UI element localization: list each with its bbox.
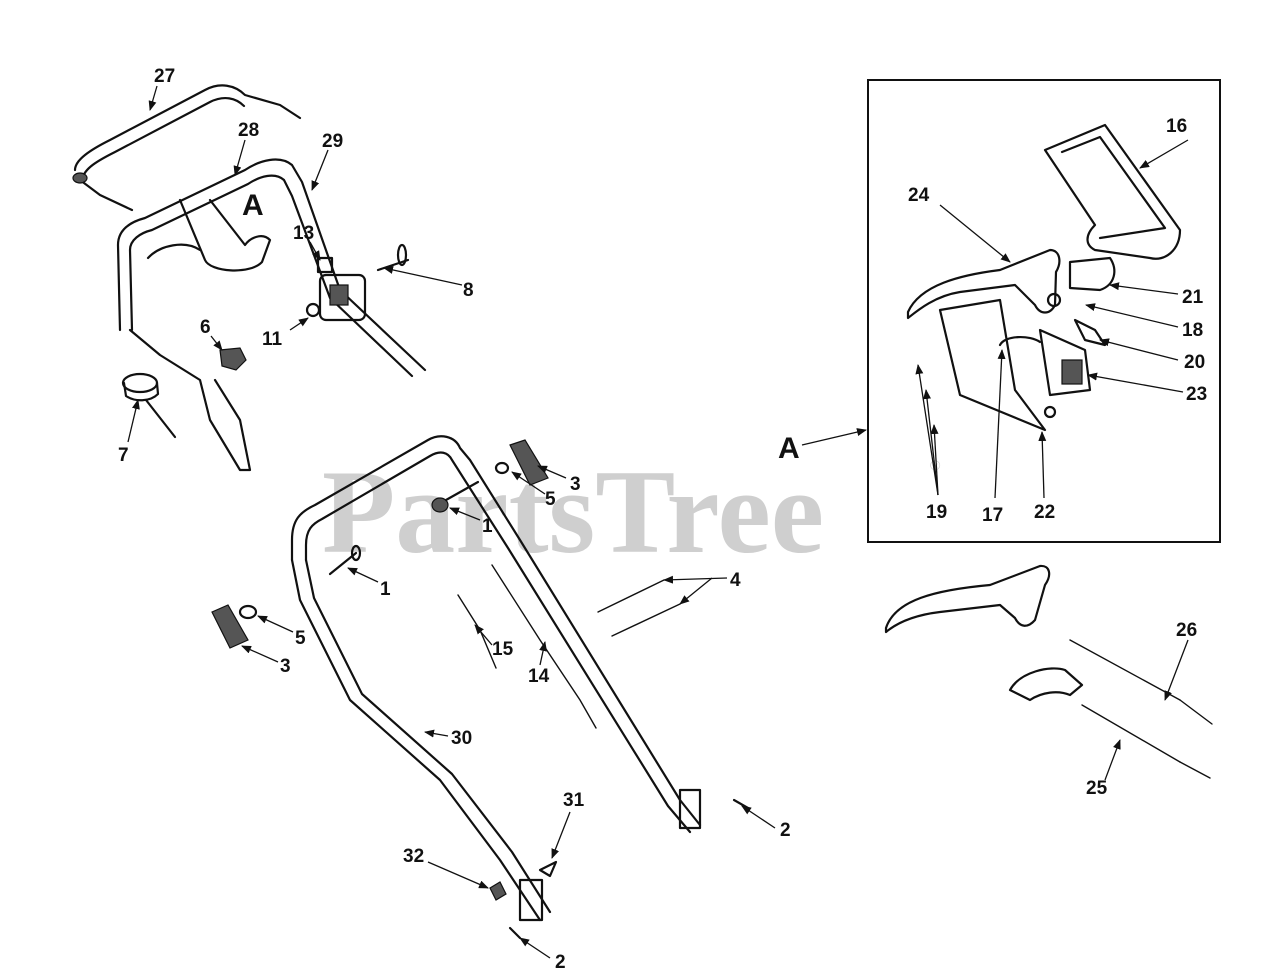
callout-24: 24 <box>908 185 930 206</box>
detail-a-parts <box>906 123 1182 432</box>
cable-15 <box>457 594 497 669</box>
handle-knob-3-right <box>509 439 549 486</box>
nut-11 <box>305 302 321 318</box>
callout-21: 21 <box>1182 287 1204 308</box>
upper-control-bail <box>72 84 302 212</box>
callout-23: 23 <box>1186 384 1207 405</box>
callout-28: 28 <box>238 120 259 141</box>
callout-27: 27 <box>154 66 175 87</box>
callout-13: 13 <box>293 223 314 244</box>
callout-5-lower: 5 <box>295 628 306 649</box>
callout-29: 29 <box>322 131 343 152</box>
callout-1-lower: 1 <box>380 579 391 600</box>
callout-2-right: 2 <box>780 820 791 841</box>
upper-handle <box>116 158 427 472</box>
cable-tie-4-upper <box>597 579 665 613</box>
callout-20: 20 <box>1184 352 1205 373</box>
cap-31 <box>538 860 558 878</box>
clip-32 <box>489 881 507 901</box>
callout-5-upper: 5 <box>545 489 556 510</box>
handle-knob-3-left <box>211 604 249 649</box>
callout-31: 31 <box>563 790 585 811</box>
callout-6: 6 <box>200 317 211 338</box>
control-housing <box>316 256 367 322</box>
callout-3-lower: 3 <box>280 656 291 677</box>
callout-1-upper: 1 <box>482 516 493 537</box>
callout-16: 16 <box>1166 116 1187 137</box>
callout-3-upper: 3 <box>570 474 581 495</box>
callout-15: 15 <box>492 639 514 660</box>
lower-handle <box>290 435 702 922</box>
detail-reference-a: A <box>778 432 800 465</box>
callout-19: 19 <box>926 502 947 523</box>
carriage-bolt-1-lower <box>328 544 362 576</box>
bail-with-cables <box>884 564 1213 779</box>
callout-25: 25 <box>1086 778 1108 799</box>
bolt-8 <box>376 243 410 272</box>
callout-4: 4 <box>730 570 741 591</box>
knob-7 <box>121 372 177 439</box>
detail-a-box <box>867 79 1221 543</box>
callout-14: 14 <box>528 666 550 687</box>
pin-2-lower <box>508 926 522 940</box>
callout-30: 30 <box>451 728 472 749</box>
detail-marker-a: A <box>242 189 264 222</box>
callout-labels: 27 28 29 13 8 11 6 7 3 5 1 1 4 5 3 15 14… <box>118 66 1207 973</box>
callout-18: 18 <box>1182 320 1203 341</box>
callout-11: 11 <box>262 329 283 350</box>
washer-5-right <box>494 461 510 475</box>
watermark-text: PartsTree <box>322 445 824 578</box>
callout-2-lower: 2 <box>555 952 566 973</box>
callout-26: 26 <box>1176 620 1197 641</box>
watermark-registered-mark: ® <box>930 457 941 473</box>
callout-32: 32 <box>403 846 424 867</box>
callout-22: 22 <box>1034 502 1055 523</box>
leader-lines <box>127 85 1189 959</box>
callout-8: 8 <box>463 280 474 301</box>
pin-2-right <box>732 798 750 810</box>
knob-6 <box>219 347 247 371</box>
washer-5-left <box>238 604 258 620</box>
callout-17: 17 <box>982 505 1003 526</box>
cable-14 <box>491 564 597 729</box>
cable-tie-4-lower <box>611 603 681 637</box>
callout-7: 7 <box>118 445 129 466</box>
carriage-bolt-1-upper <box>431 480 480 513</box>
